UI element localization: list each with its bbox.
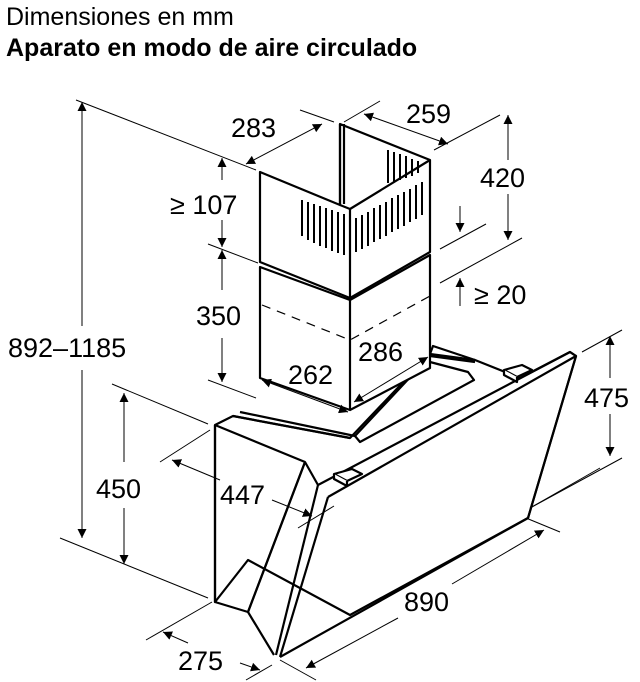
label-chimney-base-width: 262 bbox=[288, 360, 333, 390]
label-upper-chimney-height: 420 bbox=[480, 163, 525, 193]
vent-slots-right bbox=[355, 150, 423, 252]
label-chimney-top-width: 259 bbox=[406, 99, 451, 129]
label-hood-side-height: 450 bbox=[96, 474, 141, 504]
dimension-lines bbox=[59, 99, 623, 681]
label-hood-bottom-depth: 275 bbox=[178, 646, 223, 676]
label-hood-diagonal-depth: 447 bbox=[220, 480, 265, 510]
diagram-subtitle: Aparato en modo de aire circulado bbox=[6, 34, 418, 62]
hood-body bbox=[213, 344, 578, 658]
label-chimney-top-depth: 283 bbox=[231, 113, 276, 143]
label-total-height: 892–1185 bbox=[8, 333, 126, 363]
label-lower-chimney-height: 350 bbox=[196, 301, 241, 331]
label-hood-width: 890 bbox=[404, 587, 449, 617]
vent-slots-left bbox=[301, 200, 345, 255]
diagram-title: Dimensiones en mm bbox=[6, 3, 234, 31]
upper-chimney bbox=[258, 122, 432, 300]
label-overlap-min: ≥ 20 bbox=[474, 280, 526, 310]
label-chimney-base-depth: 286 bbox=[358, 337, 403, 367]
label-hood-back-height: 475 bbox=[584, 383, 629, 413]
label-ceiling-gap-min: ≥ 107 bbox=[170, 190, 237, 220]
